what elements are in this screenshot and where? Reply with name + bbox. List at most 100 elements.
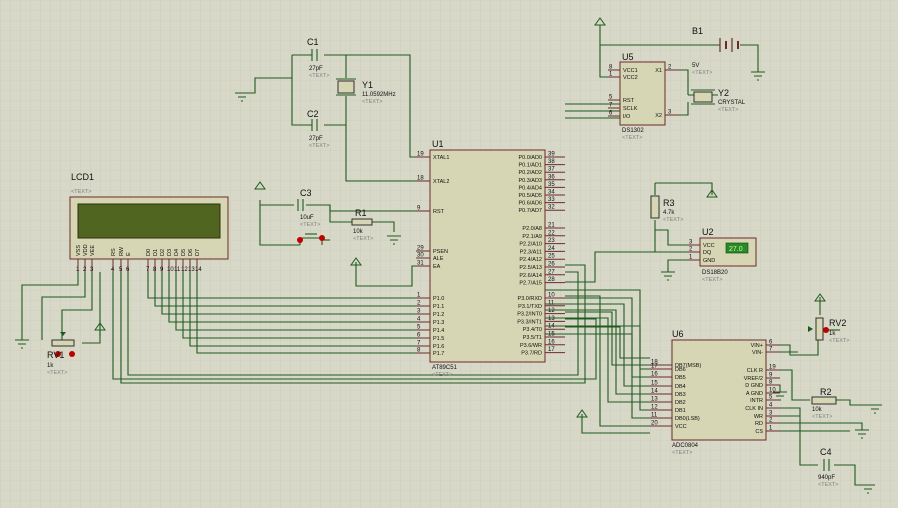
- capacitor-c3[interactable]: C3 10uF <TEXT>: [297, 188, 320, 228]
- reset-switch[interactable]: [297, 233, 325, 245]
- chip-pin[interactable]: 2RD: [755, 418, 780, 428]
- chip-pin[interactable]: 6P1.5: [416, 333, 444, 343]
- chip-pin[interactable]: 6I/O: [608, 111, 631, 121]
- chip-pin[interactable]: 5P1.4: [416, 325, 444, 335]
- chip-pin[interactable]: 3WR: [754, 411, 780, 421]
- chip-pin[interactable]: 3X2: [655, 110, 679, 120]
- lcd-pin[interactable]: RW5: [119, 246, 125, 273]
- lcd-pin[interactable]: D29: [160, 249, 166, 273]
- resistor-r1[interactable]: R1 10k <TEXT>: [351, 208, 373, 242]
- lcd-module[interactable]: LCD1 <TEXT> VSS1VDD2VEE3RS4RW5E6D07D18D2…: [69, 172, 229, 273]
- chip-pin[interactable]: 1CS: [755, 426, 780, 436]
- lcd-pin[interactable]: D07: [146, 249, 152, 273]
- resistor-r2[interactable]: R2 10k <TEXT>: [811, 387, 837, 420]
- capacitor-c4[interactable]: C4 940pF <TEXT>: [818, 447, 838, 488]
- chip-pin[interactable]: 2DQ: [688, 247, 712, 257]
- chip-pin[interactable]: 1P1.0: [416, 293, 444, 303]
- crystal-y1[interactable]: Y1 11.0592MHz <TEXT>: [336, 78, 396, 105]
- u5-rtc[interactable]: U5 DS1302 <TEXT> 8VCC11VCC25RST7SCLK6I/O…: [608, 52, 679, 141]
- u1-microcontroller[interactable]: U1 AT89C51 <TEXT> 19XTAL118XTAL29RST29PS…: [416, 139, 565, 378]
- chip-pin[interactable]: 8P1.7: [416, 348, 444, 358]
- battery-b1[interactable]: B1 5V <TEXT>: [692, 26, 739, 76]
- chip-pin[interactable]: 3P1.2: [416, 309, 444, 319]
- lcd-pin[interactable]: E6: [126, 252, 132, 273]
- chip-pin[interactable]: 10A GND: [746, 388, 780, 398]
- chip-pin[interactable]: 7P1.6: [416, 341, 444, 351]
- potentiometer-rv1[interactable]: RV1 1k <TEXT>: [47, 332, 75, 376]
- chip-pin[interactable]: 2X1: [655, 65, 679, 75]
- chip-pin[interactable]: 2P1.1: [416, 301, 444, 311]
- crystal-y2[interactable]: Y2 CRYSTAL <TEXT>: [691, 88, 746, 113]
- capacitor-c2[interactable]: C2 27pF <TEXT>: [307, 109, 329, 149]
- lcd-pin[interactable]: RS4: [111, 248, 117, 273]
- capacitor-c1[interactable]: C1 27pF <TEXT>: [307, 37, 329, 79]
- resistor-r3[interactable]: R3 4.7k <TEXT>: [650, 195, 683, 223]
- potentiometer-rv2[interactable]: RV2 1k <TEXT>: [808, 317, 849, 344]
- lcd-pin[interactable]: D18: [153, 249, 159, 273]
- chip-pin[interactable]: 8D GND: [745, 380, 780, 390]
- chip-pin[interactable]: 4P1.3: [416, 317, 444, 327]
- u6-adc[interactable]: U6 ADC0804 <TEXT> 18DB7(MSB)17DB616DB515…: [650, 329, 780, 456]
